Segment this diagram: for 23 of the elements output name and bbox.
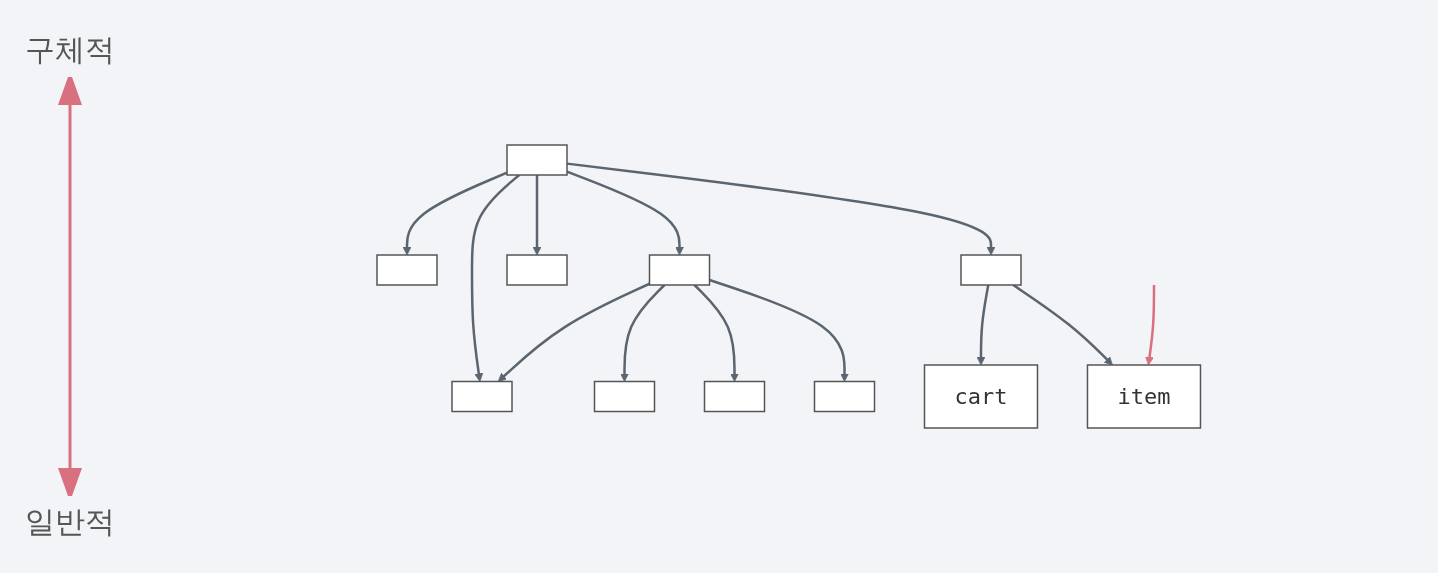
arrow	[471, 174, 521, 382]
node-box	[506, 254, 568, 286]
arrow	[976, 284, 990, 366]
scale-label: 일반적	[25, 503, 115, 541]
arrow	[1145, 285, 1156, 366]
node-box	[506, 144, 568, 176]
arrow	[709, 278, 850, 382]
node-box	[960, 254, 1022, 286]
arrow	[532, 175, 542, 256]
arrow	[402, 171, 508, 256]
node-box	[594, 380, 656, 413]
node-box	[649, 254, 711, 286]
arrow	[620, 284, 666, 382]
node-box	[704, 380, 766, 413]
node-box	[376, 254, 438, 286]
arrow	[693, 284, 740, 382]
scale-label: 구체적	[25, 31, 115, 69]
arrow	[567, 162, 996, 256]
node-box	[451, 380, 513, 413]
node-box: cart	[924, 364, 1039, 429]
node-box	[814, 380, 876, 413]
arrow	[498, 282, 651, 382]
node-box: item	[1087, 364, 1202, 429]
